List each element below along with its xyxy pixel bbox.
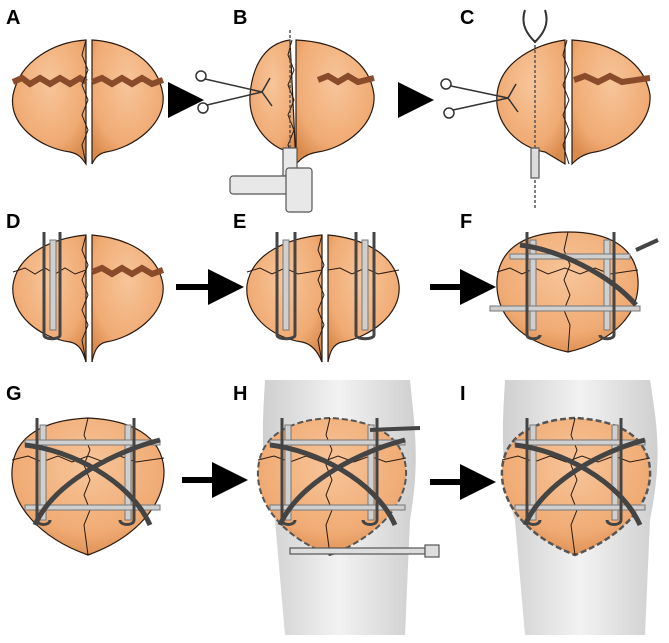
- transverse-fracture: [316, 72, 375, 86]
- panel-label-b: B: [233, 7, 248, 29]
- panel-d: [12, 232, 165, 363]
- cannulated-screw-icon: [603, 239, 611, 331]
- panel-e: [246, 232, 400, 363]
- patella: [11, 417, 165, 556]
- wire-icon: [24, 437, 161, 527]
- wire-icon: [269, 437, 406, 527]
- cannulated-screw-icon: [284, 424, 292, 521]
- wire-icon: [635, 238, 659, 252]
- cannulated-screw-icon: [124, 424, 132, 521]
- panel-f: [489, 231, 659, 353]
- wire-icon: [275, 232, 297, 341]
- panel-g: [11, 417, 165, 556]
- patella-right-fragment: [91, 39, 164, 165]
- wire-icon: [354, 232, 376, 341]
- wire-icon: [514, 437, 646, 527]
- transverse-fracture: [11, 74, 165, 88]
- cannulated-screw-icon: [529, 424, 537, 521]
- transverse-fracture: [90, 264, 165, 278]
- transverse-fracture: [572, 72, 651, 86]
- panel-label-e: E: [233, 211, 247, 233]
- wire-icon: [35, 418, 136, 526]
- cannulated-screw-icon: [361, 239, 369, 331]
- wire-icon: [522, 9, 548, 44]
- wire-icon: [280, 418, 379, 526]
- panel-h: [256, 380, 440, 635]
- patella-left-fragment: [496, 39, 566, 166]
- panel-label-h: H: [233, 383, 248, 405]
- panel-b: [195, 30, 375, 213]
- panel-label-i: I: [460, 383, 466, 405]
- cannulated-screw-icon: [367, 424, 375, 521]
- panel-label-g: G: [6, 383, 22, 405]
- cannulated-screw-icon: [24, 504, 161, 511]
- cannulated-screw-icon: [39, 424, 47, 521]
- vertical-fracture-line: [317, 234, 325, 363]
- suture-line: [496, 231, 639, 353]
- cannulated-screw-icon: [529, 239, 537, 331]
- panel-label-c: C: [460, 7, 475, 29]
- vertical-fracture-line: [81, 234, 89, 363]
- cannulated-screw-icon: [611, 424, 619, 521]
- cannulated-screw-icon: [282, 239, 290, 331]
- vertical-fracture-line: [81, 39, 89, 165]
- forceps-icon: [440, 78, 519, 119]
- wire-icon: [369, 426, 421, 432]
- panel-a: [11, 39, 165, 166]
- needle-icon: [530, 147, 540, 179]
- forceps-icon: [195, 70, 273, 114]
- needle-icon: [289, 544, 440, 558]
- patella-right-fragment: [571, 39, 651, 166]
- drill-icon: [229, 147, 313, 213]
- panel-label-a: A: [6, 7, 21, 29]
- panel-c: [440, 9, 651, 210]
- wire-icon: [525, 418, 623, 526]
- patella: [496, 231, 639, 353]
- wire-icon: [42, 232, 62, 341]
- panel-label-f: F: [460, 211, 473, 233]
- vertical-fracture-line: [562, 39, 570, 165]
- cannulated-screw-icon: [514, 504, 646, 511]
- cannulated-screw-icon: [269, 504, 406, 511]
- patella-right-fragment: [295, 39, 375, 166]
- wire-icon: [519, 242, 638, 307]
- panel-label-d: D: [6, 211, 21, 233]
- panel-i: [500, 380, 658, 635]
- cannulated-screw-icon: [489, 305, 641, 312]
- cannulated-screw-icon: [49, 239, 57, 331]
- patella-left-fragment: [11, 39, 87, 166]
- patella-left-fragment: [12, 234, 87, 363]
- wire-icon: [525, 232, 616, 341]
- patella-right-fragment: [91, 234, 164, 363]
